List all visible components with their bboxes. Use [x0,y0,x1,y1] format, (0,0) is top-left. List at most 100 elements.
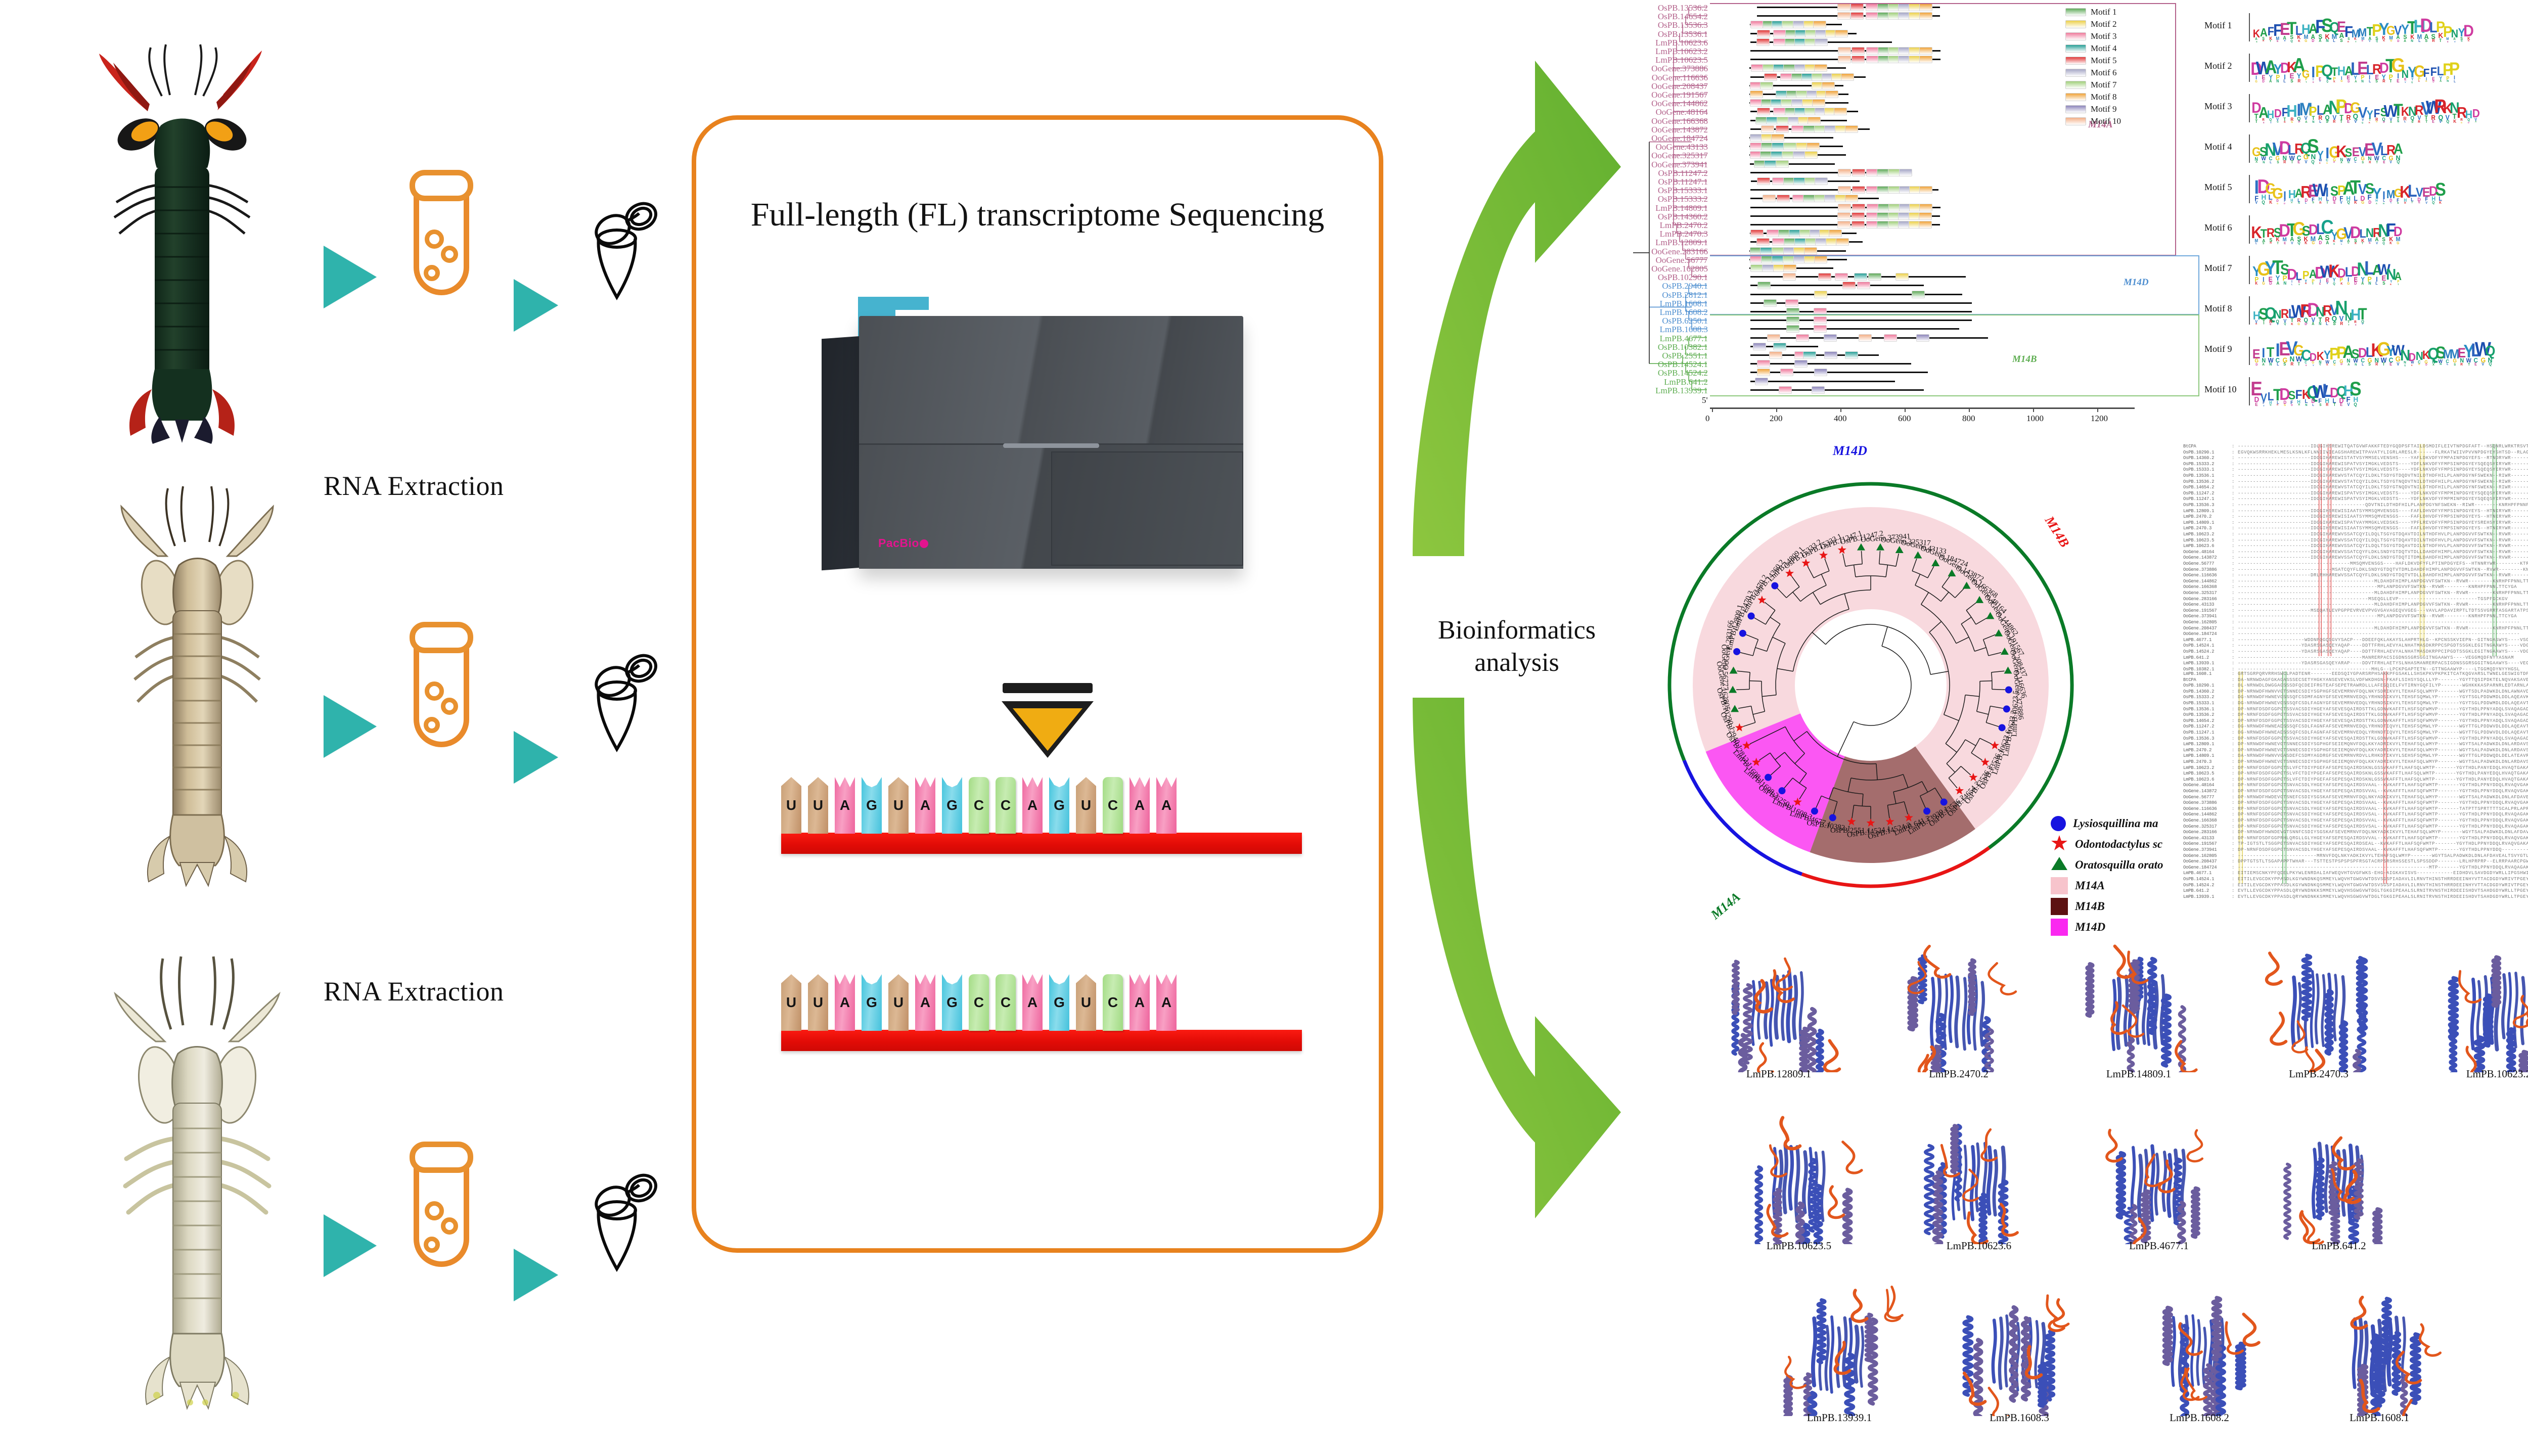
logo-letter: T [2270,39,2272,43]
logo-letter: F [2339,194,2343,202]
legend-color-square [2051,877,2068,894]
logo-letter: S [2348,242,2350,245]
motif-block-5 [1852,186,1865,194]
protein-ribbon-diagram [1907,944,2017,1072]
logo-letter: G [2389,39,2392,43]
logo-letter: A [2339,31,2344,40]
logo-letter: T [2326,201,2328,205]
logo-letter: G [2312,240,2315,246]
logo-letter: K [2354,200,2357,205]
logo-letter: N [2368,156,2372,162]
motif-block-9 [1753,342,1767,350]
logo-letter: H [2404,197,2407,203]
logo-letter: L [2407,181,2417,201]
clade-tag-m14b: M14B [2012,354,2037,365]
logo-letter: A [2276,280,2279,286]
rna-base-a: A [835,777,855,834]
logo-letter: Q [2262,199,2266,205]
logo-letter: M [2340,240,2343,244]
tree-leaf-label: OoGene.325317 [1651,151,1708,161]
motif-color-swatch [2065,20,2086,28]
logo-letter: I [2340,75,2342,81]
logo-letter: Q [2329,19,2340,36]
logo-letter: R [2348,40,2350,43]
logo-letter: E [2277,39,2279,43]
logo-letter: D [2269,281,2272,286]
alignment-sequence-name: LmPB.2470.2 [2183,514,2212,520]
logo-letter: E [2333,200,2336,205]
logo-letter: R [2372,61,2382,77]
logo-letter: T [2290,159,2293,164]
logo-letter: K [2401,105,2410,119]
alignment-sequence-name: OoGene.144862 [2183,578,2217,584]
protein-ribbon-diagram [2162,1296,2261,1416]
alignment-sequence-name: OoGene.166368 [2183,818,2217,823]
alignment-sequence-residues: : ---------------------YDASRSGASQEYAQAP-… [2232,643,2528,649]
tree-leaf-label: OsPB.2940.1 [1662,281,1708,291]
alignment-sequence-name: BtCPA [2183,677,2196,682]
logo-letter: D [2332,195,2336,203]
logo-letter: R [2368,160,2371,164]
logo-letter: F [2315,16,2326,37]
axis-tick [1969,407,1970,412]
alignment-sequence-residues: : --------------------------------------… [2232,596,2508,602]
alignment-sequence-residues: : DG-NRNWDFHWNEADSSSQFCSDLFAGNFAFSEVEMRN… [2232,730,2528,735]
motif-track-row [1712,360,2192,368]
logo-letter: D [2284,202,2286,205]
logo-letter: Y [2305,279,2308,284]
logo-letter: C [2354,156,2358,162]
logo-letter: H [2413,16,2426,37]
alignment-sequence-name: LmPB.1608.1 [2183,671,2212,676]
axis-tick-label: 600 [1898,414,1911,423]
logo-letter: A [2260,26,2268,39]
sequence-logo-label: Motif 5 [2204,182,2232,192]
motif-block-8 [1806,143,1820,151]
logo-letter: E [2382,160,2385,165]
tree-leaf-label: OsPB.2812.1 [1662,290,1708,300]
motif-block-10 [1837,186,1851,194]
tree-leaf-label: OsPB.14654.2 [1657,12,1708,22]
logo-y-axis [2249,13,2250,41]
axis-tick [1840,407,1841,412]
logo-letter: A [2396,34,2400,41]
logo-letter: K [2439,200,2442,205]
logo-letter: V [2389,116,2392,122]
logo-letter: H [2346,194,2351,202]
logo-letter: D [2262,79,2265,84]
tree-leaf-label: OoGene.48164 [1655,107,1708,117]
motif-block-5 [1775,125,1789,133]
logo-letter: R [2432,38,2435,43]
logo-letter: S [2260,144,2268,160]
flow-arrow-2 [514,279,558,332]
alignment-sequence-name: OsPB.11247.1 [2183,496,2215,502]
motif-block-5 [1756,238,1770,246]
motif-block-2 [1895,273,1909,281]
logo-letter: G [2255,79,2258,83]
logo-letter: K [2389,236,2393,243]
logo-letter: D [2276,199,2279,203]
alignment-sequence-name: OoGene.56777 [2183,794,2215,800]
alignment-sequence-residues: : EITILEVGCDKYPPASDLKGYWNDNKQSMMEYLWQVHT… [2232,877,2528,882]
logo-letter: S [2283,361,2286,367]
logo-letter: P [2436,18,2446,35]
rna-base-c: C [996,777,1016,834]
motif-block-4 [1764,160,1777,168]
legend-circle-icon [2051,815,2066,831]
logo-letter: R [2386,142,2396,158]
logo-letter: L [2297,197,2300,203]
logo-letter: K [2284,120,2286,124]
logo-letter: R [2294,141,2304,157]
motif-block-4 [1844,351,1858,359]
